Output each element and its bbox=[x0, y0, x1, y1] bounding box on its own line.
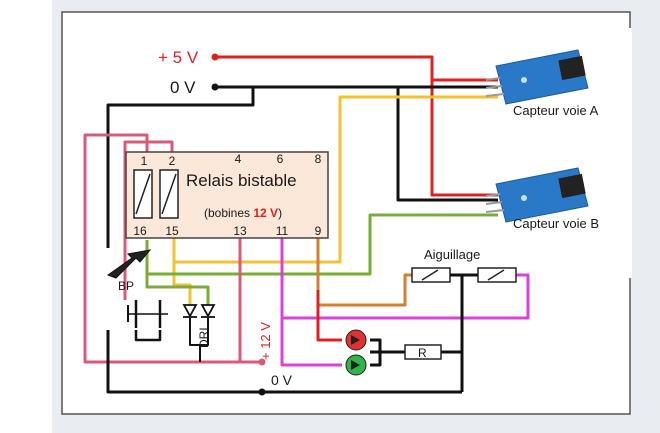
relay-coil-2-diag bbox=[161, 173, 177, 215]
label-plus12v: + 12 V bbox=[258, 322, 273, 360]
wire-led-join bbox=[370, 338, 382, 367]
diode-1-icon bbox=[182, 304, 198, 318]
resistor bbox=[404, 344, 442, 360]
relay-pin-bottom-13: 13 bbox=[233, 224, 247, 238]
wire-pink-bp bbox=[123, 140, 174, 300]
resistor-label: R bbox=[418, 346, 427, 360]
turnout-coil-1-diag bbox=[421, 269, 439, 281]
sensor-a-label: Capteur voie A bbox=[513, 103, 599, 118]
diodes: DRL bbox=[182, 304, 216, 348]
sensor-b: Capteur voie B bbox=[485, 167, 599, 231]
push-button-label: BP bbox=[118, 279, 134, 293]
sensor-a: Capteur voie A bbox=[485, 49, 599, 118]
wire-signal-b-diode bbox=[145, 274, 210, 305]
sensor-b-label: Capteur voie B bbox=[513, 216, 599, 231]
wire-0v-top-b bbox=[396, 87, 498, 202]
pointer-cursor-icon bbox=[106, 249, 152, 279]
sensor-b-pin-1 bbox=[485, 193, 501, 197]
relay-pin-bottom-11: 11 bbox=[276, 224, 289, 238]
terminal-plus5v bbox=[211, 53, 219, 61]
sensor-b-pin-2 bbox=[485, 201, 503, 205]
relay-pin-top-1: 1 bbox=[141, 154, 148, 168]
sensor-b-pin-3 bbox=[485, 209, 505, 213]
turnout: Aiguillage bbox=[411, 247, 517, 283]
relay: 1 2 4 6 8 Relais bistable (bobines 12 V)… bbox=[125, 151, 329, 239]
wire-magenta-b bbox=[282, 273, 530, 320]
sensor-b-chip bbox=[558, 173, 586, 199]
relay-pin-top-6: 6 bbox=[277, 152, 284, 166]
relay-subtitle-suffix: ) bbox=[278, 206, 282, 220]
wire-0v-top-down bbox=[106, 87, 255, 248]
wire-red-led bbox=[316, 290, 342, 342]
relay-pin-bottom-15: 15 bbox=[165, 224, 179, 238]
led-red-arrow bbox=[351, 335, 360, 345]
wire-diode-ground bbox=[189, 318, 201, 362]
led-green-arrow bbox=[351, 360, 360, 370]
relay-subtitle-value: 12 V bbox=[253, 206, 278, 220]
wire-bp-bottom bbox=[134, 330, 162, 342]
relay-pin-bottom-9: 9 bbox=[315, 224, 322, 238]
relay-coil-1-diag bbox=[135, 173, 151, 215]
label-plus5v: + 5 V bbox=[158, 48, 199, 67]
terminal-0v-top bbox=[211, 83, 219, 91]
relay-pin-top-8: 8 bbox=[315, 152, 322, 166]
relay-title: Relais bistable bbox=[186, 171, 297, 190]
terminal-plus12v bbox=[258, 358, 266, 366]
wire-0v-bottom bbox=[106, 330, 462, 394]
wire-magenta-a bbox=[280, 238, 342, 367]
sensor-a-pin-1 bbox=[485, 77, 501, 81]
sensor-a-pin-3 bbox=[485, 93, 505, 97]
relay-body bbox=[125, 151, 329, 239]
label-0v-bottom: 0 V bbox=[271, 372, 293, 388]
wires bbox=[83, 55, 530, 394]
wire-signal-b bbox=[145, 213, 498, 276]
wire-plus5v-a bbox=[215, 55, 498, 82]
terminal-0v-bottom bbox=[258, 388, 266, 396]
sensor-a-led bbox=[521, 77, 527, 83]
wire-orange bbox=[316, 238, 412, 307]
turnout-coil-2-diag bbox=[487, 269, 505, 281]
relay-subtitle: (bobines 12 V) bbox=[204, 206, 282, 220]
wire-plus5v-b bbox=[430, 80, 498, 197]
led-indicators: R bbox=[345, 329, 442, 376]
wire-signal-a bbox=[172, 95, 498, 264]
wire-pink-12v bbox=[238, 238, 262, 364]
sensor-b-led bbox=[521, 195, 527, 201]
relay-subtitle-prefix: (bobines bbox=[204, 206, 253, 220]
relay-pin-top-2: 2 bbox=[169, 154, 176, 168]
relay-pin-top-4: 4 bbox=[235, 152, 242, 166]
diodes-label: DRL bbox=[197, 324, 211, 348]
turnout-label: Aiguillage bbox=[424, 247, 480, 262]
diode-2-icon bbox=[200, 304, 216, 318]
sensor-a-chip bbox=[558, 55, 586, 81]
relay-pin-bottom-16: 16 bbox=[133, 224, 147, 238]
wire-diode-ground-b bbox=[200, 318, 209, 346]
label-0v-top: 0 V bbox=[170, 78, 196, 97]
sensor-a-pin-2 bbox=[485, 85, 503, 89]
push-button: BP bbox=[106, 249, 168, 328]
